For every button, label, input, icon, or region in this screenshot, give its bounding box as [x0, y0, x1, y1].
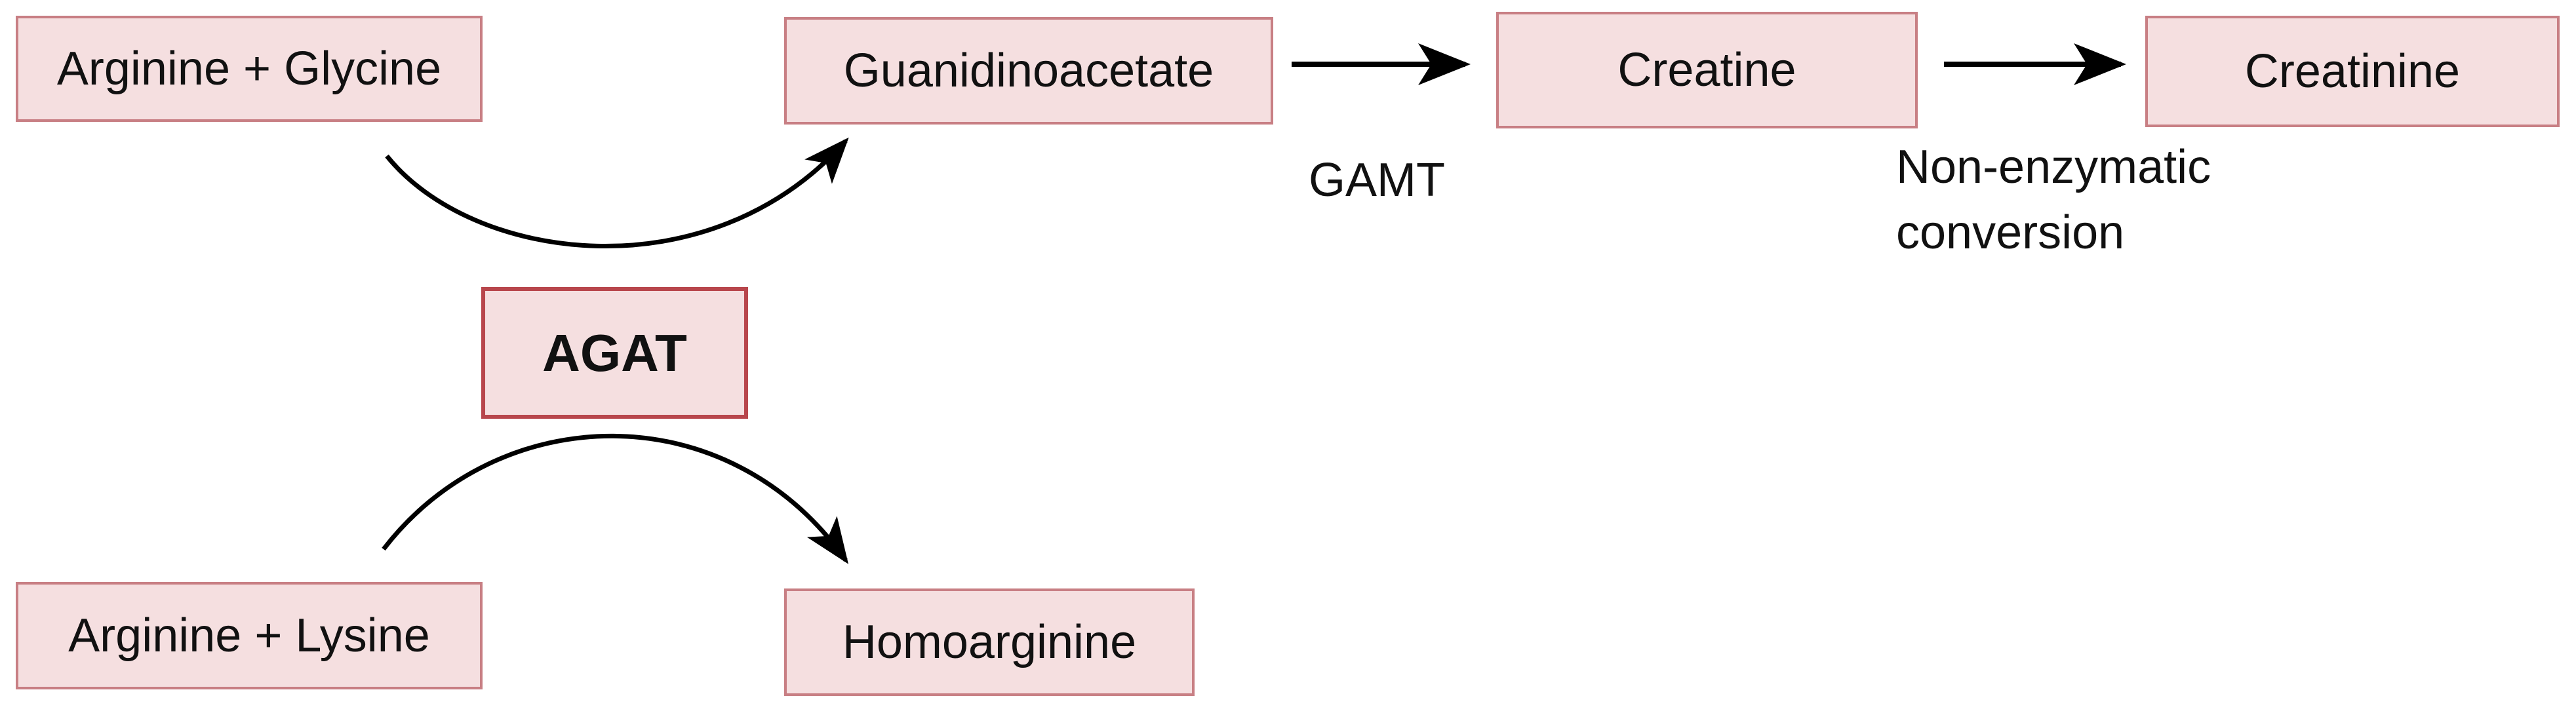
non-enzymatic-label-line1: Non-enzymatic	[1896, 141, 2211, 193]
agat-lower-curved-arrow	[382, 433, 849, 564]
homoarginine-box: Homoarginine	[784, 588, 1195, 696]
gamt-label: GAMT	[1309, 154, 1445, 206]
arginine-lysine-box: Arginine + Lysine	[16, 582, 483, 689]
agat-upper-curved-arrow	[385, 137, 849, 248]
creatine-box: Creatine	[1496, 12, 1918, 128]
arginine-glycine-box: Arginine + Glycine	[16, 16, 483, 122]
agat-enzyme-box: AGAT	[481, 287, 748, 419]
creatinine-box: Creatinine	[2145, 16, 2560, 127]
guanidinoacetate-box: Guanidinoacetate	[784, 17, 1273, 125]
non-enzymatic-label-line2: conversion	[1896, 206, 2125, 259]
